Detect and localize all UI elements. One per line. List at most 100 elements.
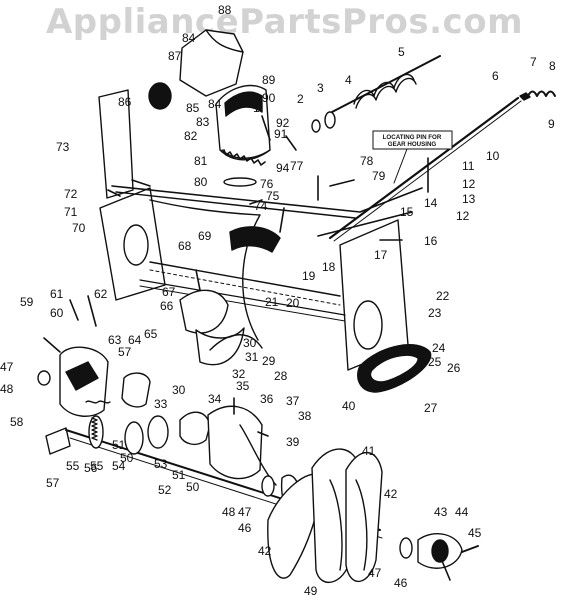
part-label-15: 15 <box>400 205 414 219</box>
part-label-3: 3 <box>317 81 324 95</box>
part-label-34: 34 <box>208 392 222 406</box>
part-label-10: 10 <box>486 149 500 163</box>
part-label-75: 75 <box>266 189 280 203</box>
part-label-47-2: 47 <box>238 505 252 519</box>
part-label-84-2: 84 <box>208 97 222 111</box>
auger-housing <box>98 89 423 371</box>
part-label-25: 25 <box>428 355 442 369</box>
part-label-86: 86 <box>118 95 132 109</box>
part-label-19: 19 <box>302 269 316 283</box>
part-label-31: 31 <box>245 350 259 364</box>
part-label-27: 27 <box>424 401 438 415</box>
part-label-24: 24 <box>432 341 446 355</box>
part-label-70: 70 <box>72 221 86 235</box>
part-label-79: 79 <box>372 169 386 183</box>
part-label-82: 82 <box>184 129 198 143</box>
part-label-39: 39 <box>286 435 300 449</box>
part-label-89: 89 <box>262 73 276 87</box>
fasteners <box>43 115 451 581</box>
part-label-61: 61 <box>50 287 64 301</box>
part-label-37: 37 <box>286 394 300 408</box>
part-label-49: 49 <box>304 584 318 598</box>
part-label-11: 11 <box>462 159 475 173</box>
part-label-29: 29 <box>262 354 276 368</box>
part-label-47-3: 47 <box>0 360 14 374</box>
auger-blades <box>179 289 263 366</box>
part-label-13: 13 <box>462 192 476 206</box>
part-label-69: 69 <box>198 229 212 243</box>
part-label-48: 48 <box>0 382 14 396</box>
part-label-23: 23 <box>428 306 442 320</box>
part-label-88: 88 <box>218 3 232 17</box>
part-label-2: 2 <box>297 92 304 106</box>
part-label-33: 33 <box>154 397 168 411</box>
discharge-chute <box>148 29 271 187</box>
auger-flights <box>267 448 383 583</box>
part-label-38: 38 <box>298 409 312 423</box>
part-label-9: 9 <box>548 117 555 131</box>
part-label-87: 87 <box>168 49 182 63</box>
part-label-45: 45 <box>468 526 482 540</box>
part-label-59: 59 <box>20 295 34 309</box>
part-label-77: 77 <box>290 159 304 173</box>
part-label-51: 51 <box>112 438 126 452</box>
part-label-16: 16 <box>424 234 438 248</box>
part-label-67: 67 <box>162 285 176 299</box>
part-label-48-2: 48 <box>222 505 236 519</box>
part-label-17: 17 <box>374 248 388 262</box>
auger-shaft-assembly <box>311 55 441 133</box>
part-label-74: 74 <box>254 199 268 213</box>
part-label-36: 36 <box>260 392 274 406</box>
part-label-55: 55 <box>90 459 104 473</box>
note-line-1: LOCATING PIN FOR <box>383 134 442 141</box>
part-label-65: 65 <box>144 327 158 341</box>
part-label-30-2: 30 <box>172 383 186 397</box>
part-label-84: 84 <box>182 31 196 45</box>
part-label-81: 81 <box>194 154 208 168</box>
locating-pin-note: LOCATING PIN FOR GEAR HOUSING <box>383 134 442 148</box>
part-label-76: 76 <box>260 177 274 191</box>
part-label-7: 7 <box>530 55 537 69</box>
part-label-42-2: 42 <box>258 544 272 558</box>
part-label-92: 92 <box>276 116 290 130</box>
part-label-8: 8 <box>549 59 556 73</box>
part-label-72: 72 <box>64 187 78 201</box>
watermark: AppliancePartsPros.com <box>45 2 523 42</box>
part-label-44: 44 <box>455 505 469 519</box>
part-label-5: 5 <box>398 45 405 59</box>
part-label-78: 78 <box>360 154 374 168</box>
part-label-57: 57 <box>46 476 60 490</box>
part-label-47: 47 <box>368 566 382 580</box>
part-label-12: 12 <box>462 177 476 191</box>
part-label-53: 53 <box>154 457 168 471</box>
part-label-68: 68 <box>178 239 192 253</box>
part-label-4: 4 <box>345 73 352 87</box>
locating-pin-callout <box>372 130 453 150</box>
part-label-43: 43 <box>434 505 448 519</box>
part-label-57-2: 57 <box>118 345 132 359</box>
part-label-46: 46 <box>394 576 408 590</box>
part-label-91: 91 <box>274 127 288 141</box>
part-label-42: 42 <box>384 487 398 501</box>
part-label-55-2: 55 <box>66 459 80 473</box>
part-label-73: 73 <box>56 140 70 154</box>
part-label-51-2: 51 <box>172 468 186 482</box>
part-label-21: 21 <box>265 295 279 309</box>
chute-crank-knob <box>148 82 172 110</box>
part-label-94: 94 <box>276 161 290 175</box>
part-label-46-2: 46 <box>238 521 252 535</box>
part-label-50-2: 50 <box>186 480 200 494</box>
part-label-56: 56 <box>84 461 98 475</box>
gear-case <box>37 346 151 417</box>
part-label-14: 14 <box>424 196 438 210</box>
part-label-50: 50 <box>120 451 134 465</box>
part-label-60: 60 <box>50 306 64 320</box>
part-label-41: 41 <box>362 444 376 458</box>
note-line-2: GEAR HOUSING <box>388 141 437 148</box>
part-label-12-2: 12 <box>456 209 470 223</box>
part-label-52: 52 <box>158 483 172 497</box>
part-label-35: 35 <box>236 379 250 393</box>
part-label-26: 26 <box>447 361 461 375</box>
